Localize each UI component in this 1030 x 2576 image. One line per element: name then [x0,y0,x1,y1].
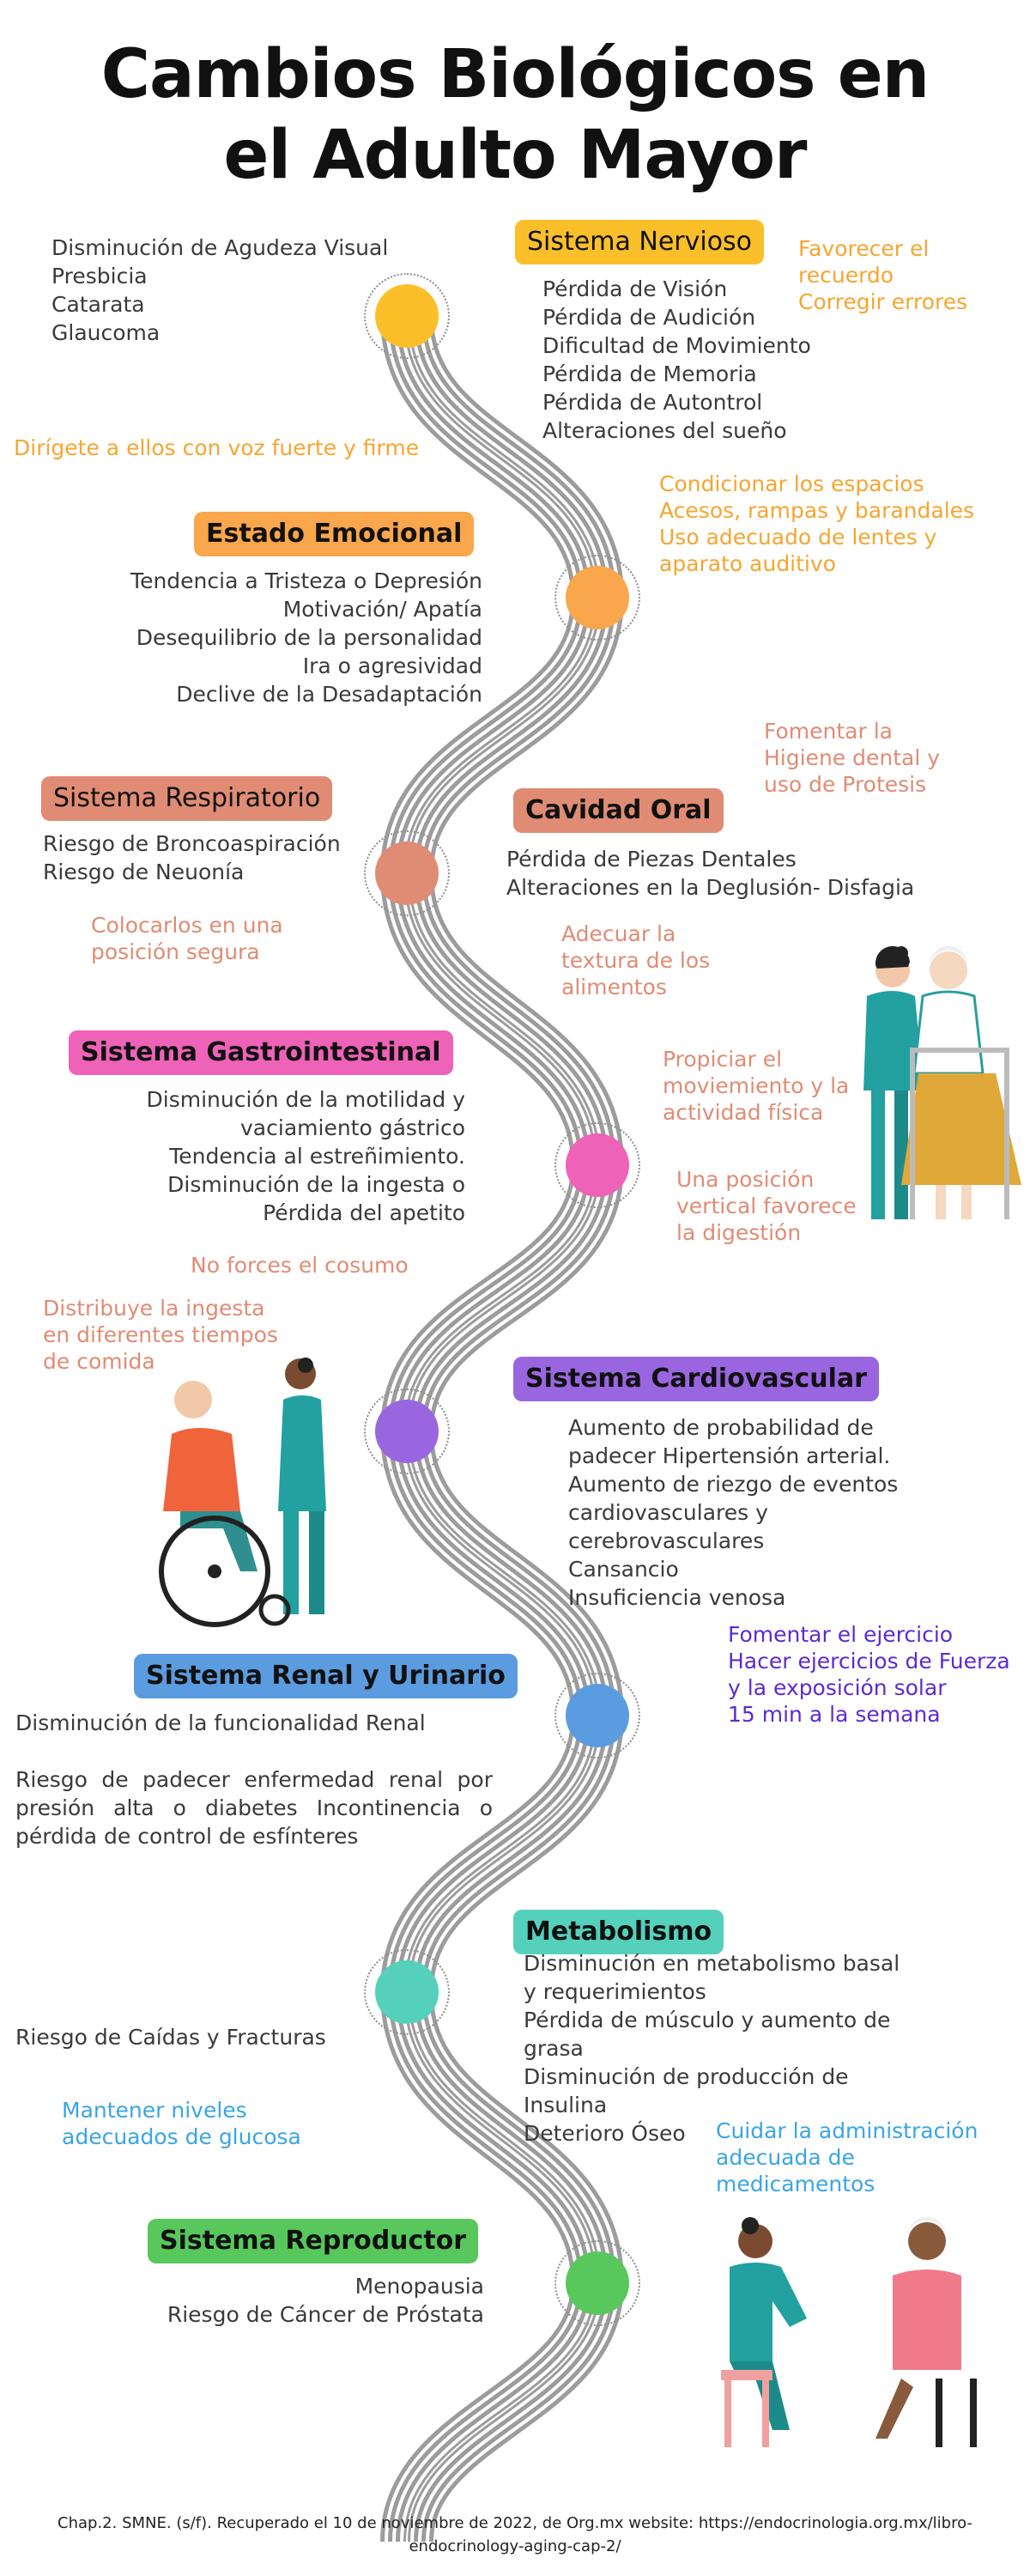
gastro-note-consumo: No forces el cosumo [191,1253,409,1278]
milestone-nervioso [364,273,450,359]
section-title-nervioso: Sistema Nervioso [515,220,765,264]
section-title-gastro: Sistema Gastrointestinal [69,1030,453,1075]
nervioso-list: Pérdida de Visión Pérdida de Audición Di… [542,276,811,443]
milestone-gastro [554,1122,640,1208]
milestone-cardio [364,1388,450,1474]
nervioso-note-espacios: Condicionar los espacios Acesos, rampas … [659,471,975,576]
gastro-note-posicion: Una posición vertical favorece la digest… [676,1167,857,1245]
cardio-note: Fomentar el ejercicio Hacer ejercicios d… [728,1622,1010,1727]
wheelchair-illustration [159,1358,326,1627]
milestone-respiratorio [364,830,450,916]
nervioso-note-voz: Dirígete a ellos con voz fuerte y firme [14,435,420,460]
reproductor-list: Menopausia Riesgo de Cáncer de Próstata [167,2274,484,2327]
oral-note-textura: Adecuar la textura de los alimentos [561,921,711,999]
gastro-note-ingesta: Distribuye la ingesta en diferentes tiem… [43,1296,278,1374]
cardio-list: Aumento de probabilidad de padecer Hiper… [568,1415,899,1610]
emocional-list: Tendencia a Tristeza o Depresión Motivac… [130,568,482,707]
section-title-renal: Sistema Renal y Urinario [134,1654,518,1698]
gastro-note-movimiento: Propiciar el moviemiento y la actividad … [663,1047,850,1125]
milestone-reproductor [554,2240,640,2326]
milestone-metabolismo [364,1949,450,2035]
section-title-reproductor: Sistema Reproductor [148,2219,479,2263]
section-title-cardio: Sistema Cardiovascular [513,1357,879,1401]
gastro-list: Disminución de la motilidad y vaciamient… [146,1087,465,1225]
nervioso-left-list: Disminución de Agudeza Visual Presbicia … [52,235,389,345]
milestone-renal [554,1673,640,1759]
nervioso-note-recuerdo: Favorecer el recuerdo Corregir errores [798,236,968,314]
section-title-metabolismo: Metabolismo [513,1910,724,1954]
milestone-emocional [554,555,640,641]
section-title-emocional: Estado Emocional [194,512,475,556]
caregiver-seated-illustration [721,2217,977,2447]
section-title-respiratorio: Sistema Respiratorio [41,776,333,821]
metabolismo-note-glucosa: Mantener niveles adecuados de glucosa [62,2098,301,2149]
oral-note-higiene: Fomentar la Higiene dental y uso de Prot… [764,719,941,797]
respiratorio-note: Colocarlos en una posición segura [91,913,283,964]
renal-list-2: Riesgo de padecer enfermedad renal por p… [15,1767,493,1849]
metabolismo-note-medicamentos: Cuidar la administración adecuada de med… [716,2118,978,2196]
renal-list-1: Disminución de la funcionalidad Renal [15,1710,426,1735]
oral-list: Pérdida de Piezas Dentales Alteraciones … [506,847,915,900]
metabolismo-left-item: Riesgo de Caídas y Fracturas [15,2025,326,2050]
title-line-2: el Adulto Mayor [223,117,807,194]
title-line-1: Cambios Biológicos en [100,36,930,113]
page-title: Cambios Biológicos en el Adulto Mayor [0,34,1030,196]
citation-footer: Chap.2. SMNE. (s/f). Recuperado el 10 de… [58,2514,972,2555]
respiratorio-list: Riesgo de Broncoaspiración Riesgo de Neu… [43,831,341,884]
caregiver-walker-illustration [863,945,1021,1219]
section-title-oral: Cavidad Oral [513,788,724,833]
metabolismo-list: Disminución en metabolismo basal y reque… [524,1951,900,2146]
